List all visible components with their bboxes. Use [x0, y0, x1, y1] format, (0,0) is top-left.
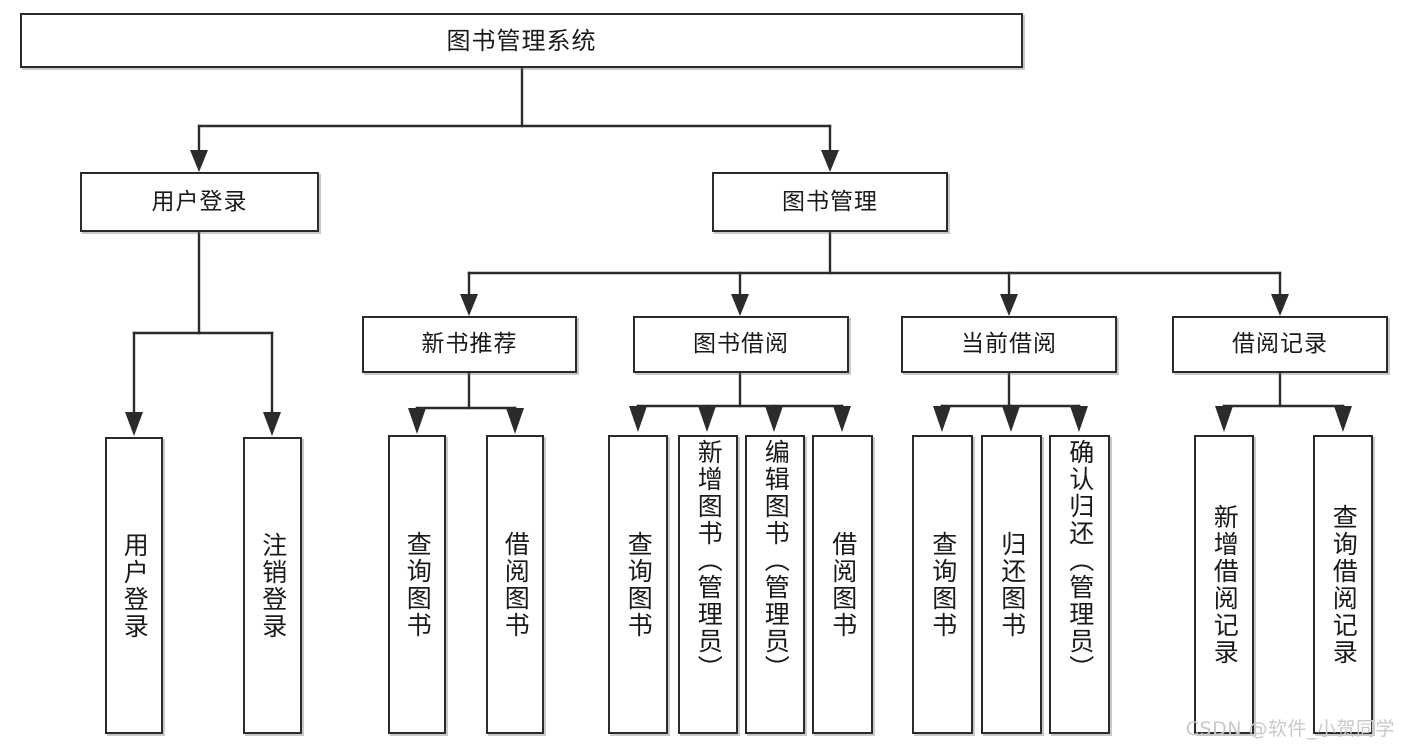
node-user-login-label: 用户登录: [151, 188, 248, 215]
leaf-user-login-signin[interactable]: 用户登录: [105, 437, 163, 734]
arrow-bookmgmt-to-l3d: [1271, 294, 1289, 316]
leaf-currentborrow-confirm-return-admin[interactable]: 确认归还（管理员）: [1049, 435, 1110, 734]
leaf-currentborrow-confirm-return-admin-label: 确认归还（管理员）: [1065, 439, 1095, 682]
leaf-bookborrow-add-book-admin-label: 新增图书（管理员）: [694, 439, 724, 682]
leaf-bookborrow-add-book-admin[interactable]: 新增图书（管理员）: [678, 435, 738, 734]
leaf-user-login-signout-label: 注销登录: [258, 531, 288, 640]
leaf-bookborrow-borrow-books-label: 借阅图书: [828, 530, 858, 639]
node-root-system[interactable]: 图书管理系统: [20, 13, 1023, 68]
arrow-borrowrecord-to-leaf2: [1334, 406, 1352, 432]
leaf-borrowrecord-query-record-label: 查询借阅记录: [1329, 503, 1359, 666]
leaf-borrowrecord-add-record[interactable]: 新增借阅记录: [1194, 435, 1254, 734]
node-book-borrowing[interactable]: 图书借阅: [633, 316, 849, 373]
arrow-newbook-to-leaf2: [506, 408, 524, 434]
arrow-currentborrow-to-leaf1: [933, 406, 951, 432]
leaf-newbook-borrow-books-label: 借阅图书: [501, 530, 531, 639]
node-borrowing-record-label: 借阅记录: [1232, 331, 1328, 357]
arrow-userlogin-to-leaf2: [263, 412, 281, 436]
node-new-book-recommendation-label: 新书推荐: [421, 331, 518, 357]
leaf-user-login-signin-label: 用户登录: [120, 531, 150, 640]
arrow-bookmgmt-to-l3b: [731, 294, 749, 316]
node-current-borrowing-label: 当前借阅: [961, 331, 1057, 357]
leaf-currentborrow-return-books-label: 归还图书: [997, 530, 1027, 639]
node-book-borrowing-label: 图书借阅: [693, 331, 789, 357]
leaf-currentborrow-return-books[interactable]: 归还图书: [981, 435, 1042, 734]
node-new-book-recommendation[interactable]: 新书推荐: [362, 316, 577, 373]
arrow-bookborrow-to-leaf1: [629, 406, 647, 432]
leaf-newbook-borrow-books[interactable]: 借阅图书: [486, 435, 544, 734]
leaf-bookborrow-borrow-books[interactable]: 借阅图书: [812, 435, 873, 734]
arrow-currentborrow-to-leaf3: [1070, 406, 1088, 432]
arrow-newbook-to-leaf1: [408, 408, 426, 434]
arrow-root-to-book-mgmt: [821, 150, 839, 172]
node-borrowing-record[interactable]: 借阅记录: [1172, 316, 1388, 373]
arrow-root-to-user-login: [190, 150, 208, 172]
leaf-bookborrow-edit-book-admin-label: 编辑图书（管理员）: [761, 439, 791, 682]
arrow-bookborrow-to-leaf2: [698, 406, 716, 432]
arrow-borrowrecord-to-leaf1: [1215, 406, 1233, 432]
arrow-bookmgmt-to-l3c: [1000, 294, 1018, 316]
arrow-currentborrow-to-leaf2: [1002, 406, 1020, 432]
node-current-borrowing[interactable]: 当前借阅: [901, 316, 1117, 373]
leaf-currentborrow-query-books[interactable]: 查询图书: [912, 435, 973, 734]
arrow-bookmgmt-to-l3a: [460, 294, 478, 316]
arrow-bookborrow-to-leaf4: [833, 406, 851, 432]
csdn-watermark: CSDN @软件_小贺同学: [1185, 718, 1395, 740]
leaf-borrowrecord-add-record-label: 新增借阅记录: [1210, 503, 1240, 666]
leaf-newbook-query-books[interactable]: 查询图书: [388, 435, 446, 734]
leaf-currentborrow-query-books-label: 查询图书: [928, 530, 958, 639]
leaf-newbook-query-books-label: 查询图书: [403, 530, 433, 639]
leaf-bookborrow-query-books-label: 查询图书: [624, 530, 654, 639]
leaf-bookborrow-query-books[interactable]: 查询图书: [608, 435, 668, 734]
node-book-management-label: 图书管理: [782, 188, 878, 215]
leaf-borrowrecord-query-record[interactable]: 查询借阅记录: [1313, 435, 1373, 734]
leaf-user-login-signout[interactable]: 注销登录: [243, 437, 302, 734]
arrow-userlogin-to-leaf1: [125, 412, 143, 436]
leaf-bookborrow-edit-book-admin[interactable]: 编辑图书（管理员）: [745, 435, 805, 734]
node-user-login[interactable]: 用户登录: [80, 172, 319, 232]
node-root-system-label: 图书管理系统: [446, 26, 597, 55]
arrow-bookborrow-to-leaf3: [765, 406, 783, 432]
node-book-management[interactable]: 图书管理: [712, 172, 948, 232]
